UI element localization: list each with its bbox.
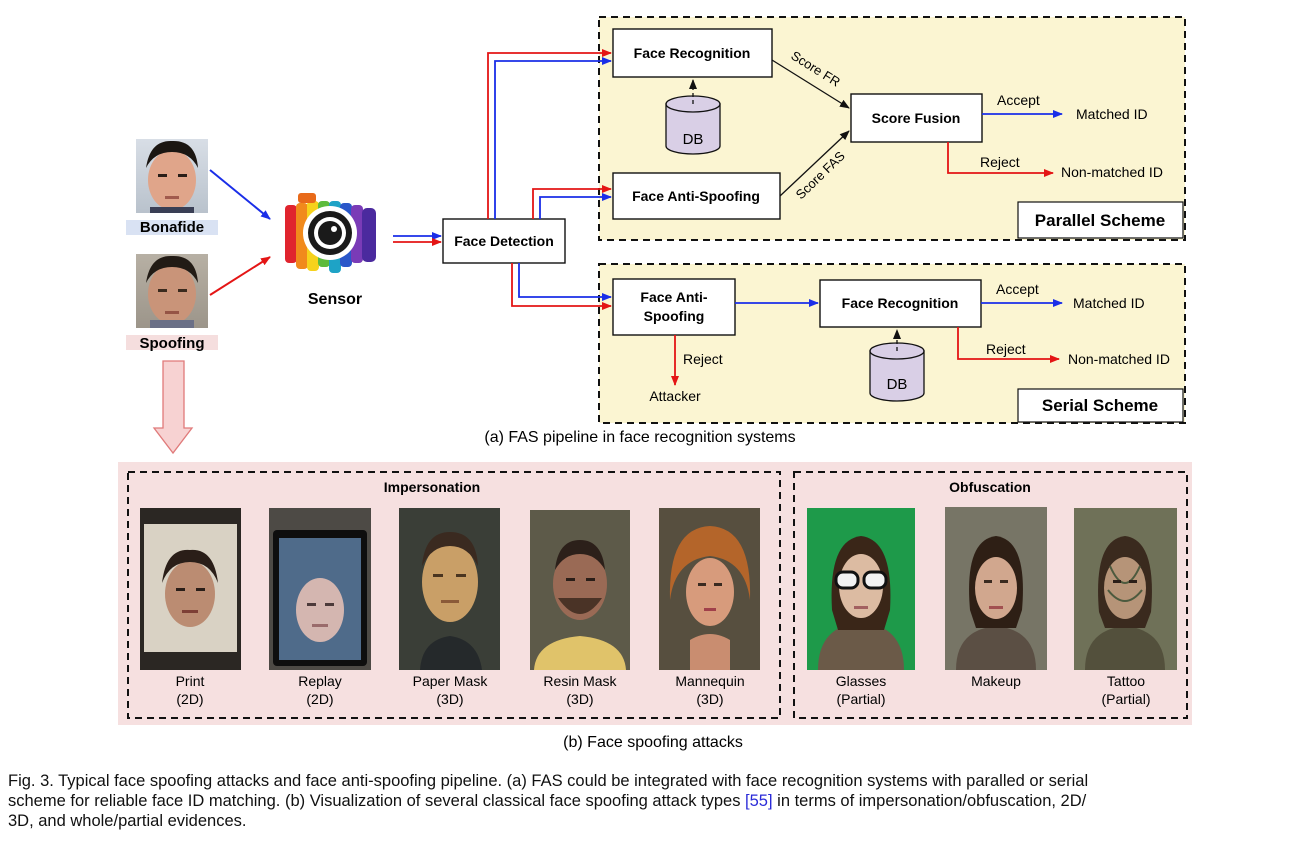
fas-to-fusion <box>779 130 850 197</box>
serial-fr-label: Face Recognition <box>842 295 959 311</box>
parallel-nonmatched-label: Non-matched ID <box>1061 164 1163 180</box>
fd-to-serial-blue <box>518 263 612 301</box>
serial-fas-label-1: Face Anti- <box>640 289 707 305</box>
serial-reject-label: Reject <box>986 341 1026 357</box>
face-detection-label: Face Detection <box>454 233 554 249</box>
attack-kind: (2D) <box>176 691 203 707</box>
serial-reject-arrow <box>957 327 1060 363</box>
spoofing-label: Spoofing <box>140 335 205 352</box>
paper-mask-photo <box>399 508 500 670</box>
face-detection-box <box>442 218 566 264</box>
parallel-scheme-tag <box>1017 201 1184 239</box>
serial-accept-label: Accept <box>996 281 1039 297</box>
parallel-reject-arrow <box>947 142 1054 177</box>
bonafide-photo <box>136 139 208 213</box>
attack-name: Paper Mask <box>413 673 489 689</box>
figure-caption-text: scheme for reliable face ID matching. (b… <box>8 792 746 810</box>
impersonation-title: Impersonation <box>384 479 480 495</box>
replay-attack-photo <box>269 508 371 670</box>
attack-kind: (Partial) <box>1101 691 1150 707</box>
attack-name: Tattoo <box>1107 673 1145 689</box>
bonafide-arrow <box>209 169 271 220</box>
parallel-matched-label: Matched ID <box>1076 106 1148 122</box>
serial-scheme-label: Serial Scheme <box>1042 396 1158 415</box>
serial-fr-box <box>819 279 982 328</box>
attacker-reject-label: Reject <box>683 351 723 367</box>
serial-nonmatched-label: Non-matched ID <box>1068 351 1170 367</box>
print-attack-photo <box>140 508 241 670</box>
camera-icon <box>285 193 376 273</box>
tattoo-photo <box>1074 508 1177 670</box>
serial-db-icon <box>869 342 925 402</box>
attack-kind: (2D) <box>306 691 333 707</box>
serial-fas-label-2: Spoofing <box>644 308 705 324</box>
attacker-label: Attacker <box>649 388 701 404</box>
caption-a: (a) FAS pipeline in face recognition sys… <box>484 429 795 446</box>
attack-name: Makeup <box>971 673 1021 689</box>
fd-to-fr-red <box>487 49 612 219</box>
fd-to-serial-red <box>511 263 612 310</box>
obfuscation-title: Obfuscation <box>949 479 1031 495</box>
obfuscation-frame <box>793 471 1188 719</box>
figure-caption-line-3: 3D, and whole/partial evidences. <box>8 812 247 830</box>
attack-name: Mannequin <box>675 673 744 689</box>
serial-scheme-tag <box>1017 388 1184 423</box>
parallel-scheme-label: Parallel Scheme <box>1035 211 1165 230</box>
score-fusion-box <box>850 93 983 143</box>
attack-kind: (3D) <box>566 691 593 707</box>
figure-caption-line-1: Fig. 3. Typical face spoofing attacks an… <box>8 772 1089 790</box>
serial-db-label: DB <box>887 376 908 393</box>
parallel-accept-label: Accept <box>997 92 1040 108</box>
attack-name: Print <box>176 673 205 689</box>
spoofing-photo <box>136 254 208 328</box>
glasses-photo <box>807 508 915 670</box>
attack-name: Glasses <box>836 673 887 689</box>
parallel-reject-label: Reject <box>980 154 1020 170</box>
impersonation-frame <box>127 471 781 719</box>
mannequin-photo <box>659 508 760 670</box>
spoofing-arrow <box>209 256 271 296</box>
fd-to-fr-blue <box>494 57 612 219</box>
bonafide-label: Bonafide <box>140 219 204 236</box>
serial-fas-box <box>612 278 736 336</box>
caption-b: (b) Face spoofing attacks <box>563 734 743 751</box>
spoofing-label-bg <box>126 335 218 350</box>
sensor-label: Sensor <box>308 291 362 308</box>
spoofing-down-arrow <box>152 360 194 455</box>
attack-kind: (Partial) <box>836 691 885 707</box>
attack-name: Replay <box>298 673 342 689</box>
figure-caption-line-2: scheme for reliable face ID matching. (b… <box>8 791 1306 811</box>
parallel-fas-label: Face Anti-Spoofing <box>632 188 760 204</box>
parallel-fr-box <box>612 28 773 78</box>
fr-to-fusion <box>771 59 850 109</box>
bonafide-label-bg <box>126 220 218 235</box>
parallel-fr-label: Face Recognition <box>634 45 751 61</box>
figure-caption-text: in terms of impersonation/obfuscation, 2… <box>772 792 1087 810</box>
attack-name: Resin Mask <box>543 673 617 689</box>
fd-to-fas-blue <box>539 193 612 219</box>
attack-kind: (3D) <box>436 691 463 707</box>
fd-to-fas-red <box>532 185 612 219</box>
score-fusion-label: Score Fusion <box>872 110 961 126</box>
makeup-photo <box>945 507 1047 670</box>
citation-link[interactable]: [55] <box>745 792 773 810</box>
resin-mask-photo <box>530 510 630 670</box>
figure-caption: Fig. 3. Typical face spoofing attacks an… <box>8 771 1306 831</box>
serial-matched-label: Matched ID <box>1073 295 1145 311</box>
parallel-db-label: DB <box>683 131 704 148</box>
attack-kind: (3D) <box>696 691 723 707</box>
